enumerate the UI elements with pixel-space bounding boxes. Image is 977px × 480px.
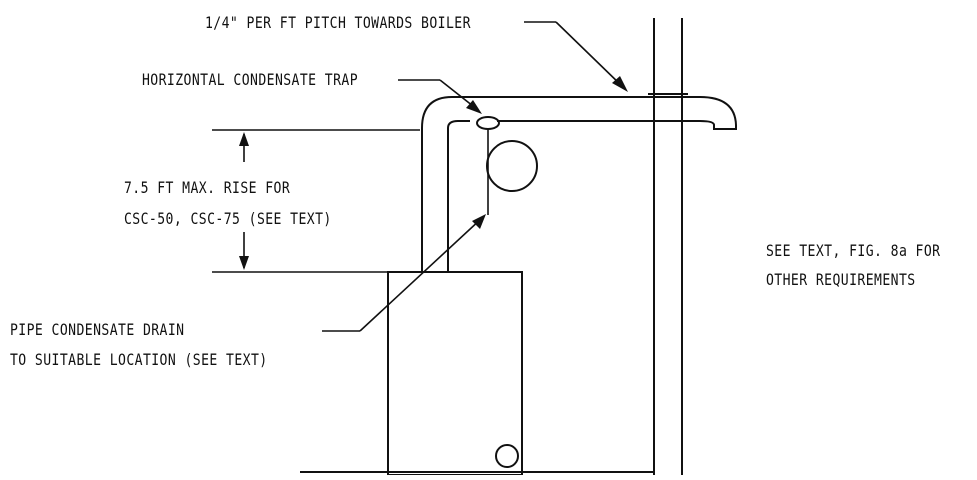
dimension-arrow-up-head xyxy=(239,132,249,146)
label-rise-line1: 7.5 FT MAX. RISE FOR xyxy=(124,178,291,197)
dimension-arrow-down-head xyxy=(239,256,249,270)
label-pitch: 1/4" PER FT PITCH TOWARDS BOILER xyxy=(205,13,471,32)
leader-drain-arrowhead xyxy=(472,214,486,229)
vent-termination-elbow xyxy=(699,96,737,130)
gauge-circle xyxy=(486,140,538,192)
leader-trap-arrowhead xyxy=(466,100,482,114)
leader-pitch-diagonal xyxy=(555,21,625,89)
label-drain-line2: TO SUITABLE LOCATION (SEE TEXT) xyxy=(10,350,268,369)
riser-elbow-outer xyxy=(421,96,470,272)
condensate-trap xyxy=(476,116,500,130)
boiler-drain-port xyxy=(495,444,519,468)
riser-elbow-inner xyxy=(447,120,470,272)
label-drain-line1: PIPE CONDENSATE DRAIN xyxy=(10,320,185,339)
label-see-text-line1: SEE TEXT, FIG. 8a FOR xyxy=(766,241,941,260)
label-see-text-line2: OTHER REQUIREMENTS xyxy=(766,270,916,289)
leader-pitch-arrowhead xyxy=(612,76,628,92)
label-rise-line2: CSC-50, CSC-75 (SEE TEXT) xyxy=(124,209,332,228)
leader-drain-diagonal xyxy=(359,217,483,332)
label-condensate-trap: HORIZONTAL CONDENSATE TRAP xyxy=(142,70,359,89)
boiler-cabinet xyxy=(387,271,523,476)
